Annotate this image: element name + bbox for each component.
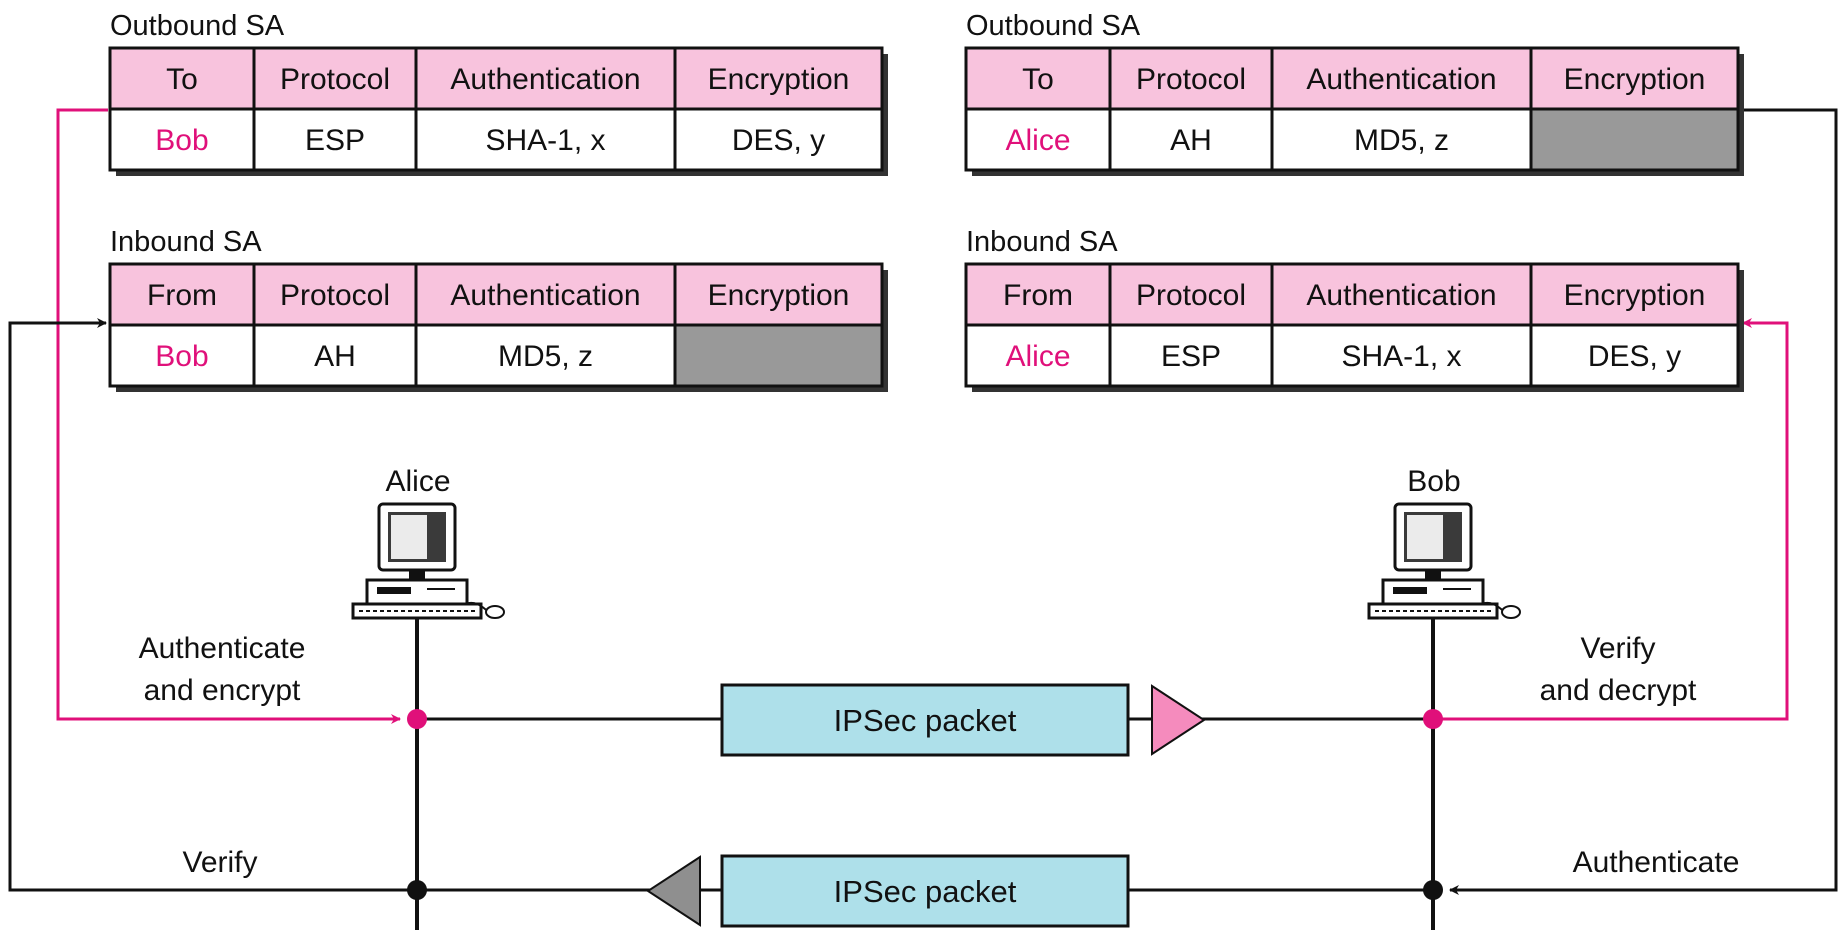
- alice-inbound-sa-header-protocol: Protocol: [280, 279, 390, 312]
- flow-lines: [8, 108, 1838, 895]
- bob-inbound-sa-header-cell-peer: [964, 262, 1112, 327]
- bob-outbound-sa-header-authentication: Authentication: [1306, 63, 1496, 96]
- bob-send-label: Authenticate: [1573, 846, 1740, 879]
- bob-host: Bob: [1367, 465, 1521, 620]
- alice-outbound-sa-value-peer: Bob: [155, 124, 208, 157]
- alice-outbound-sa-value-protocol: ESP: [305, 124, 365, 157]
- alice-outbound-sa-cell-authentication: [414, 107, 677, 172]
- alice-host: Alice: [351, 465, 505, 620]
- alice-outbound-sa-value-authentication: SHA-1, x: [485, 124, 605, 157]
- bob-inbound-sa-header-authentication: Authentication: [1306, 279, 1496, 312]
- bob-receive-label-line1: Verify: [1580, 632, 1655, 665]
- inbound-packet-label: IPSec packet: [834, 874, 1017, 909]
- bob-outbound-sa-cell-protocol: [1108, 107, 1274, 172]
- bob-outbound-sa-header-encryption: Encryption: [1564, 63, 1706, 96]
- alice-outbound-sa-cell-encryption: [673, 107, 884, 172]
- bob-inbound-sa-header-encryption: Encryption: [1564, 279, 1706, 312]
- bob-host-label: Bob: [1407, 465, 1460, 498]
- bob-receive-dot: [1423, 709, 1443, 729]
- bob-inbound-sa-header-peer: From: [1003, 279, 1073, 312]
- alice-outbound-sa-header-cell-encryption: [673, 46, 884, 111]
- alice-inbound-sa-header-encryption: Encryption: [708, 279, 850, 312]
- sa-tables: Outbound SAToBobProtocolESPAuthenticatio…: [108, 10, 1744, 392]
- alice-outbound-sa-cell-protocol: [252, 107, 418, 172]
- bob-outbound-sa-cell-authentication: [1270, 107, 1533, 172]
- bob-inbound-sa-title: Inbound SA: [966, 226, 1118, 258]
- inbound-direction-arrow: [646, 855, 701, 927]
- alice-inbound-sa-value-authentication: MD5, z: [498, 340, 593, 373]
- inbound-packet: IPSec packet: [646, 854, 1130, 928]
- bob-inbound-sa-value-protocol: ESP: [1161, 340, 1221, 373]
- alice-send-label-line1: Authenticate: [139, 632, 306, 665]
- alice-inbound-sa-value-peer: Bob: [155, 340, 208, 373]
- bob-inbound-flow-line: [1433, 318, 1789, 721]
- alice-inbound-sa-empty-cell-encryption: [673, 323, 884, 388]
- alice-inbound-sa-cell-peer: [108, 323, 256, 388]
- alice-inbound-sa-header-cell-peer: [108, 262, 256, 327]
- bob-outbound-sa-header-cell-authentication: [1270, 46, 1533, 111]
- alice-inbound-sa-value-protocol: AH: [314, 340, 356, 373]
- alice-inbound-sa-cell-authentication: [414, 323, 677, 388]
- alice-inbound-flow-line: [8, 318, 417, 892]
- alice-outbound-sa-header-encryption: Encryption: [708, 63, 850, 96]
- alice-outbound-sa-header-authentication: Authentication: [450, 63, 640, 96]
- alice-host-label: Alice: [385, 465, 450, 498]
- bob-receive-label-line2: and decrypt: [1540, 674, 1697, 707]
- outbound-packet: IPSec packet: [720, 683, 1206, 757]
- bob-outbound-sa-header-cell-protocol: [1108, 46, 1274, 111]
- bob-outbound-sa-header-protocol: Protocol: [1136, 63, 1246, 96]
- alice-outbound-sa-value-encryption: DES, y: [732, 124, 825, 157]
- bob-outbound-sa-value-authentication: MD5, z: [1354, 124, 1449, 157]
- alice-receive-dot: [407, 880, 427, 900]
- bob-inbound-sa-header-protocol: Protocol: [1136, 279, 1246, 312]
- alice-outbound-sa-cell-peer: [108, 107, 256, 172]
- bob-inbound-sa-cell-protocol: [1108, 323, 1274, 388]
- alice-receive-label: Verify: [182, 846, 257, 879]
- bob-inbound-sa-value-encryption: DES, y: [1588, 340, 1681, 373]
- alice-outbound-sa-title: Outbound SA: [110, 10, 285, 42]
- alice-send-label-line2: and encrypt: [144, 674, 301, 707]
- bob-computer-icon: [1367, 502, 1521, 620]
- alice-outbound-sa-header-peer: To: [166, 63, 198, 96]
- alice-outbound-flow-line: [56, 108, 401, 724]
- alice-inbound-sa-title: Inbound SA: [110, 226, 262, 258]
- bob-outbound-sa-header-peer: To: [1022, 63, 1054, 96]
- bob-inbound-sa-cell-encryption: [1529, 323, 1740, 388]
- bob-inbound-sa-value-peer: Alice: [1005, 340, 1070, 373]
- alice-send-dot: [407, 709, 427, 729]
- bob-outbound-sa-empty-cell-encryption: [1529, 107, 1740, 172]
- outbound-packet-label: IPSec packet: [834, 703, 1017, 738]
- bob-send-dot: [1423, 880, 1443, 900]
- bob-outbound-flow-line: [1449, 108, 1838, 895]
- alice-inbound-sa-header-authentication: Authentication: [450, 279, 640, 312]
- bob-outbound-sa-value-protocol: AH: [1170, 124, 1212, 157]
- bob-inbound-sa-header-cell-authentication: [1270, 262, 1533, 327]
- outbound-direction-arrow: [1151, 684, 1206, 756]
- bob-outbound-sa-header-cell-encryption: [1529, 46, 1740, 111]
- bob-outbound-sa-title: Outbound SA: [966, 10, 1141, 42]
- bob-inbound-sa-value-authentication: SHA-1, x: [1341, 340, 1461, 373]
- alice-outbound-sa-header-protocol: Protocol: [280, 63, 390, 96]
- alice-inbound-sa-header-peer: From: [147, 279, 217, 312]
- bob-inbound-sa-header-cell-protocol: [1108, 262, 1274, 327]
- outbound-packet-box: [720, 683, 1130, 757]
- bob-outbound-sa-value-peer: Alice: [1005, 124, 1070, 157]
- inbound-packet-box: [720, 854, 1130, 928]
- bob-outbound-sa-cell-peer: [964, 107, 1112, 172]
- alice-computer-icon: [351, 502, 505, 620]
